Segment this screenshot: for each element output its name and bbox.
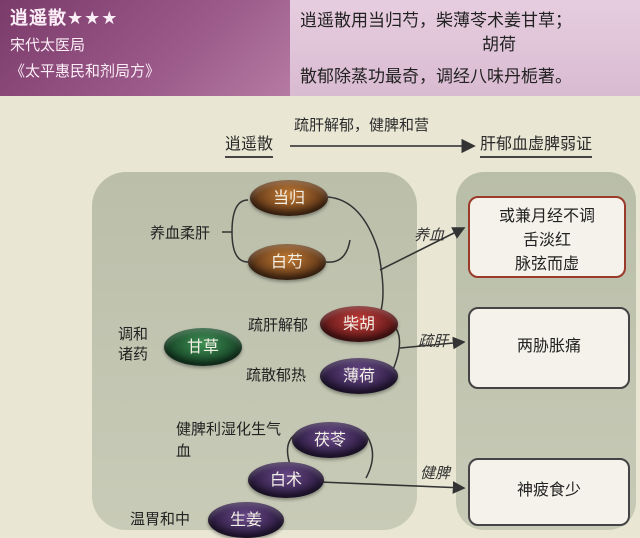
pill-gancao: 甘草 bbox=[164, 328, 242, 366]
pill-baizhu: 白术 bbox=[248, 462, 324, 498]
dynasty-source: 宋代太医局 bbox=[10, 36, 86, 54]
verse-line-2: 散郁除蒸功最奇，调经八味丹栀著。 bbox=[300, 67, 572, 87]
pill-bohe: 薄荷 bbox=[320, 358, 398, 394]
symptom-box-1: 或兼月经不调 舌淡红 脉弦而虚 bbox=[468, 196, 626, 278]
verse-line-1-tail: 胡荷 bbox=[482, 35, 516, 55]
label-shusan-yure: 疏散郁热 bbox=[246, 366, 307, 384]
pill-baishao: 白芍 bbox=[248, 244, 326, 280]
formula-name: 逍遥散 bbox=[225, 130, 274, 158]
curve-danggui bbox=[327, 196, 384, 319]
pill-danggui: 当归 bbox=[250, 180, 328, 216]
arrow-jianpi bbox=[319, 481, 466, 494]
label-wenwei-hezhong: 温胃和中 bbox=[130, 510, 191, 528]
pill-chaihu: 柴胡 bbox=[320, 306, 398, 342]
arrow-shugan bbox=[399, 336, 466, 350]
arrow-label-jianpi: 健脾 bbox=[420, 464, 451, 482]
label-jianpi-lishi: 健脾利湿化生气血 bbox=[176, 420, 282, 460]
label-tiaohe-zhuyao: 调和诸药 bbox=[118, 325, 149, 363]
symptom-box-2: 两胁胀痛 bbox=[468, 307, 630, 389]
arrow-label-yangxue: 养血 bbox=[414, 226, 445, 244]
brace-yangxue bbox=[231, 199, 249, 263]
symptom-line: 舌淡红 bbox=[522, 230, 571, 249]
target-syndrome: 肝郁血虚脾弱证 bbox=[480, 130, 593, 158]
symptom-line: 脉弦而虚 bbox=[514, 254, 579, 273]
header-left-band: 逍遥散★★★ 宋代太医局 《太平惠民和剂局方》 bbox=[0, 0, 290, 96]
header-right-band bbox=[290, 0, 640, 96]
arrow-label-shugan: 疏肝 bbox=[418, 332, 449, 350]
formula-title: 逍遥散★★★ bbox=[10, 8, 119, 29]
label-yangxue-rougan: 养血柔肝 bbox=[150, 224, 211, 242]
symptom-box-3: 神疲食少 bbox=[468, 458, 630, 526]
symptom-line: 或兼月经不调 bbox=[498, 206, 595, 225]
pill-fuling: 茯苓 bbox=[292, 422, 368, 458]
label-shugan-jieyu: 疏肝解郁 bbox=[248, 316, 309, 334]
pill-shengjiang: 生姜 bbox=[208, 502, 284, 538]
arrow-yangxue bbox=[379, 227, 466, 271]
formula-action: 疏肝解郁，健脾和营 bbox=[294, 116, 430, 134]
book-source: 《太平惠民和剂局方》 bbox=[10, 62, 161, 80]
verse-line-1: 逍遥散用当归芍，柴薄苓术姜甘草； bbox=[300, 11, 572, 31]
